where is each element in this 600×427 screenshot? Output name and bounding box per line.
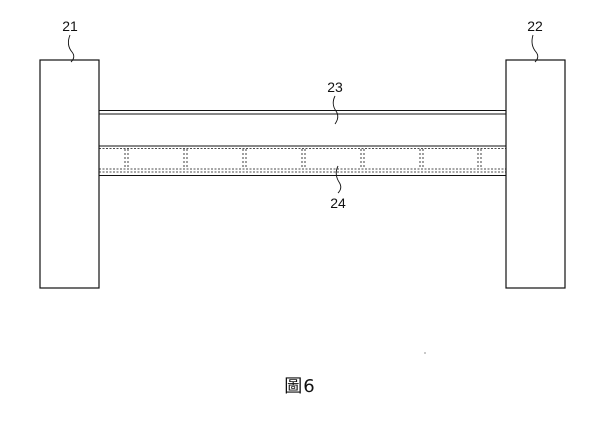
leader-line-23 bbox=[332, 95, 339, 125]
leader-line-21 bbox=[67, 34, 75, 63]
lower-member bbox=[99, 148, 506, 176]
lower-member-posts bbox=[124, 149, 482, 169]
label-24: 24 bbox=[330, 195, 346, 211]
label-21: 21 bbox=[62, 18, 78, 34]
leader-line-22 bbox=[531, 34, 539, 63]
label-22: 22 bbox=[527, 18, 543, 34]
scan-speck bbox=[424, 352, 426, 354]
leader-line-24 bbox=[335, 165, 342, 194]
left-block bbox=[39, 59, 100, 289]
right-block bbox=[505, 59, 566, 289]
figure-caption: 圖6 bbox=[284, 376, 316, 397]
upper-member bbox=[99, 110, 506, 147]
label-23: 23 bbox=[327, 79, 343, 95]
